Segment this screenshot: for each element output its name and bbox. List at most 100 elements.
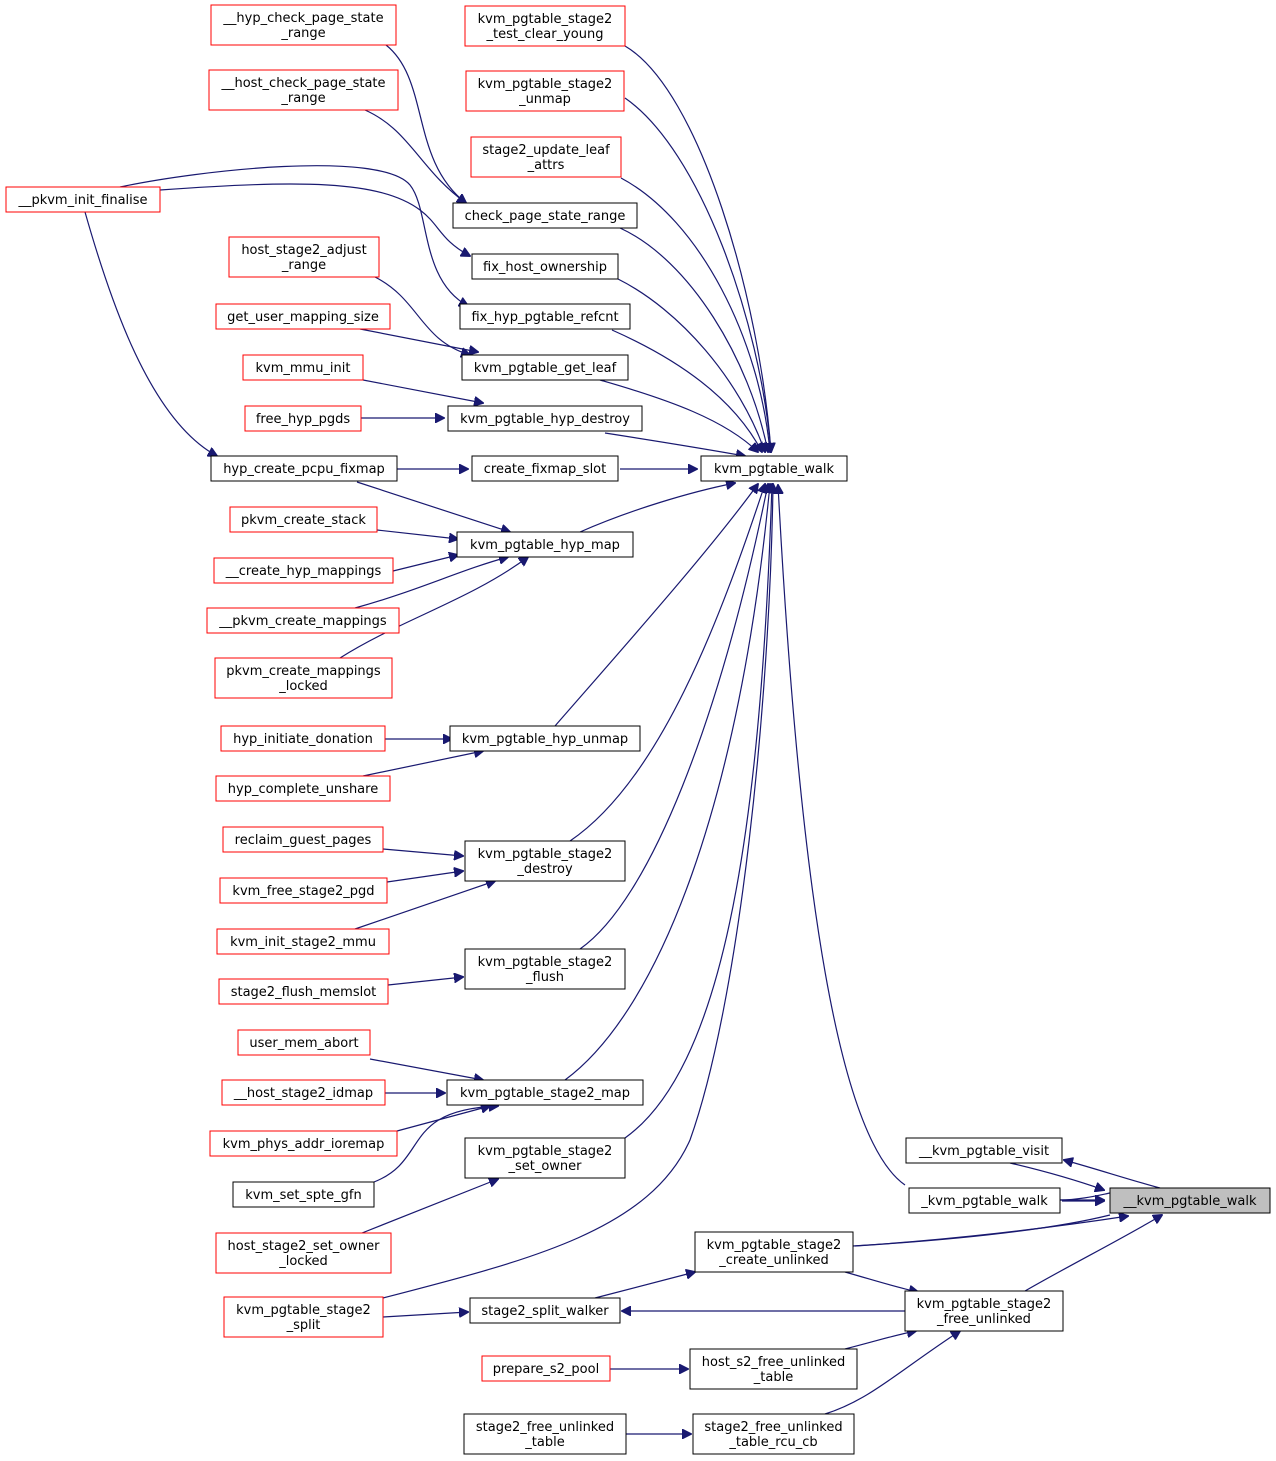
node-box (469, 1297, 621, 1324)
edge-path (1024, 1215, 1162, 1292)
call-edge (369, 1058, 483, 1080)
node-box (244, 405, 362, 432)
node-prepare-s2-pool[interactable]: prepare_s2_pool (481, 1355, 611, 1382)
node-kvm-pgtable-stage2-test-clear-young[interactable]: kvm_pgtable_stage2_test_clear_young (464, 5, 626, 47)
node-get-user-mapping-size[interactable]: get_user_mapping_size (215, 303, 391, 330)
node-pkvm-create-mappings[interactable]: __pkvm_create_mappings (206, 607, 400, 634)
node-kvm-pgtable-hyp-destroy[interactable]: kvm_pgtable_hyp_destroy (447, 405, 643, 432)
node-label: fix_host_ownership (483, 260, 607, 275)
node-stage2-flush-memslot[interactable]: stage2_flush_memslot (218, 978, 389, 1005)
node-user-mem-abort[interactable]: user_mem_abort (237, 1029, 371, 1056)
node-kvm-pgtable-stage2-create-unlinked[interactable]: kvm_pgtable_stage2_create_unlinked (694, 1231, 854, 1273)
node-kvm-pgtable-visit[interactable]: __kvm_pgtable_visit (905, 1137, 1063, 1164)
node-label: hyp_complete_unshare (228, 782, 378, 797)
node-pkvm-init-finalise[interactable]: __pkvm_init_finalise (5, 186, 161, 213)
node-box (218, 978, 389, 1005)
node-box (228, 236, 380, 278)
node-kvm-pgtable-stage2-split[interactable]: kvm_pgtable_stage2_split (223, 1296, 384, 1338)
edge-path (852, 1216, 1128, 1247)
call-edge (359, 328, 478, 352)
node-box (1109, 1187, 1271, 1214)
node-stage2-split-walker[interactable]: stage2_split_walker (469, 1297, 621, 1324)
node-label: kvm_mmu_init (255, 361, 350, 376)
node-box (471, 253, 619, 280)
node-box (905, 1137, 1063, 1164)
call-edge (852, 1216, 1128, 1247)
node-label: get_user_mapping_size (227, 310, 379, 325)
node-hyp-initiate-donation[interactable]: hyp_initiate_donation (220, 725, 386, 752)
edge-path (1009, 1162, 1104, 1190)
node-label: _attrs (527, 158, 565, 173)
node-check-page-state-range[interactable]: check_page_state_range (452, 202, 638, 229)
node-kvm-mmu-init[interactable]: kvm_mmu_init (242, 354, 364, 381)
node-stage2-free-unlinked-table[interactable]: stage2_free_unlinked_table (463, 1413, 627, 1455)
node-create-hyp-mappings[interactable]: __create_hyp_mappings (213, 557, 394, 584)
node-label: __kvm_pgtable_visit (918, 1144, 1049, 1159)
node-label: stage2_free_unlinked (704, 1420, 842, 1435)
node-label: __pkvm_create_mappings (218, 614, 387, 629)
node-kvm-pgtable-hyp-unmap[interactable]: kvm_pgtable_hyp_unmap (449, 725, 641, 752)
node-pkvm-create-stack[interactable]: pkvm_create_stack (229, 506, 378, 533)
node-label: kvm_pgtable_stage2 (478, 955, 613, 970)
node-box (220, 725, 386, 752)
edge-path (611, 329, 762, 452)
edge-path (1064, 1160, 1161, 1189)
node-host-stage2-adjust-range[interactable]: host_stage2_adjust_range (228, 236, 380, 278)
node-kvm-pgtable-stage2-map[interactable]: kvm_pgtable_stage2_map (446, 1079, 644, 1106)
node-create-fixmap-slot[interactable]: create_fixmap_slot (471, 455, 619, 482)
node-label: kvm_pgtable_stage2 (917, 1297, 1052, 1312)
node-box (464, 840, 626, 882)
call-edge (119, 165, 468, 306)
node-kvm-pgtable-stage2-set-owner[interactable]: kvm_pgtable_stage2_set_owner (464, 1137, 626, 1179)
node-box (215, 775, 391, 802)
call-edge (844, 1331, 916, 1350)
node-stage2-free-unlinked-table-rcu-cb[interactable]: stage2_free_unlinked_table_rcu_cb (692, 1413, 855, 1455)
node-box (213, 557, 394, 584)
node-kvm-pgtable-walk[interactable]: _kvm_pgtable_walk (908, 1187, 1061, 1214)
node-kvm-free-stage2-pgd[interactable]: kvm_free_stage2_pgd (219, 877, 388, 904)
node-reclaim-guest-pages[interactable]: reclaim_guest_pages (222, 826, 384, 853)
node-kvm-pgtable-stage2-free-unlinked[interactable]: kvm_pgtable_stage2_free_unlinked (904, 1290, 1064, 1332)
node-hyp-check-page-state-range[interactable]: __hyp_check_page_state_range (210, 4, 397, 46)
node-host-stage2-idmap[interactable]: __host_stage2_idmap (221, 1079, 386, 1106)
node-kvm-pgtable-hyp-map[interactable]: kvm_pgtable_hyp_map (456, 531, 634, 558)
node-fix-hyp-pgtable-refcnt[interactable]: fix_hyp_pgtable_refcnt (459, 303, 631, 330)
node-box (446, 1079, 644, 1106)
call-edge (354, 881, 495, 930)
node-kvm-init-stage2-mmu[interactable]: kvm_init_stage2_mmu (216, 928, 390, 955)
edge-path (564, 484, 770, 1081)
node-free-hyp-pgds[interactable]: free_hyp_pgds (244, 405, 362, 432)
node-host-check-page-state-range[interactable]: __host_check_page_state_range (208, 69, 399, 111)
node-label: _free_unlinked (936, 1312, 1031, 1327)
node-pkvm-create-mappings-locked[interactable]: pkvm_create_mappings_locked (214, 657, 393, 699)
edge-path (844, 1331, 916, 1350)
node-fix-host-ownership[interactable]: fix_host_ownership (471, 253, 619, 280)
node-kvm-pgtable-walk[interactable]: kvm_pgtable_walk (700, 455, 848, 482)
edge-path (396, 1106, 490, 1132)
node-label: kvm_set_spte_gfn (245, 1188, 361, 1203)
node-box (471, 455, 619, 482)
node-host-stage2-set-owner-locked[interactable]: host_stage2_set_owner_locked (215, 1232, 392, 1274)
node-kvm-pgtable-get-leaf[interactable]: kvm_pgtable_get_leaf (461, 354, 629, 381)
node-box (689, 1348, 858, 1390)
call-edge (84, 211, 217, 456)
node-hyp-complete-unshare[interactable]: hyp_complete_unshare (215, 775, 391, 802)
node-kvm-pgtable-stage2-flush[interactable]: kvm_pgtable_stage2_flush (464, 948, 626, 990)
node-kvm-pgtable-stage2-destroy[interactable]: kvm_pgtable_stage2_destroy (464, 840, 626, 882)
node-kvm-pgtable-walk[interactable]: __kvm_pgtable_walk (1109, 1187, 1271, 1214)
call-edge (624, 97, 771, 452)
node-stage2-update-leaf-attrs[interactable]: stage2_update_leaf_attrs (470, 136, 622, 178)
node-host-s2-free-unlinked-table[interactable]: host_s2_free_unlinked_table (689, 1348, 858, 1390)
nodes: __hyp_check_page_state_range __host_check… (5, 4, 1271, 1455)
call-edge (1024, 1215, 1162, 1292)
node-label: _range (280, 91, 325, 106)
node-label: pkvm_create_mappings (226, 664, 381, 679)
node-hyp-create-pcpu-fixmap[interactable]: hyp_create_pcpu_fixmap (210, 455, 398, 482)
edge-path (376, 529, 458, 539)
node-kvm-phys-addr-ioremap[interactable]: kvm_phys_addr_ioremap (209, 1130, 398, 1157)
node-box (242, 354, 364, 381)
node-label: __kvm_pgtable_walk (1122, 1194, 1257, 1209)
node-kvm-pgtable-stage2-unmap[interactable]: kvm_pgtable_stage2_unmap (465, 70, 625, 112)
node-box (210, 455, 398, 482)
node-kvm-set-spte-gfn[interactable]: kvm_set_spte_gfn (232, 1181, 375, 1208)
